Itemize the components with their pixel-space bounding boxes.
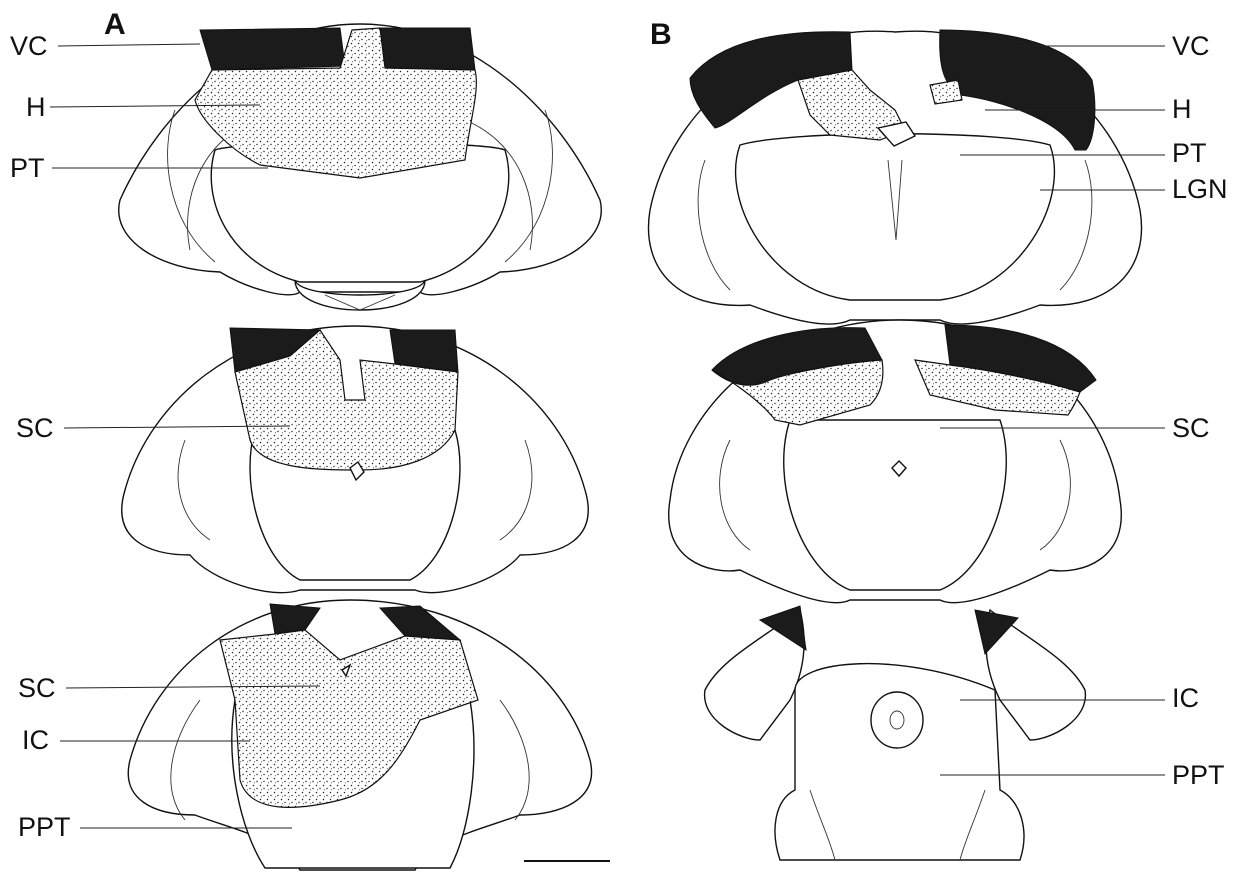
lesion-dark-a1-right: [380, 28, 475, 70]
label-b-lgn: LGN: [1172, 174, 1228, 204]
label-b-ppt: PPT: [1172, 760, 1225, 790]
label-b-vc: VC: [1172, 31, 1210, 61]
panel-a: A: [10, 8, 610, 870]
label-a-sc2: SC: [18, 673, 56, 703]
label-a-ic: IC: [22, 725, 49, 755]
label-b-sc: SC: [1172, 413, 1210, 443]
label-b-h: H: [1172, 94, 1192, 124]
label-a-ppt: PPT: [18, 812, 71, 842]
section-a1: [119, 24, 602, 310]
section-a2: [122, 326, 588, 593]
lesion-dark-a1-left: [200, 28, 345, 70]
label-a-h: H: [26, 92, 46, 122]
label-b-ic: IC: [1172, 683, 1199, 713]
panel-b-letter: B: [650, 18, 672, 51]
lesion-stipple-b1-small: [930, 80, 962, 104]
label-a-vc: VC: [10, 31, 48, 61]
label-a-sc1: SC: [16, 413, 54, 443]
section-b1: [648, 30, 1141, 324]
section-a3: [128, 600, 591, 870]
label-b-pt: PT: [1172, 138, 1207, 168]
panel-b: B: [648, 18, 1227, 860]
label-a-pt: PT: [10, 153, 45, 183]
leader-a-vc: [58, 44, 200, 46]
section-b3: [705, 606, 1086, 860]
panel-a-letter: A: [104, 8, 126, 41]
section-b2: [669, 320, 1122, 603]
